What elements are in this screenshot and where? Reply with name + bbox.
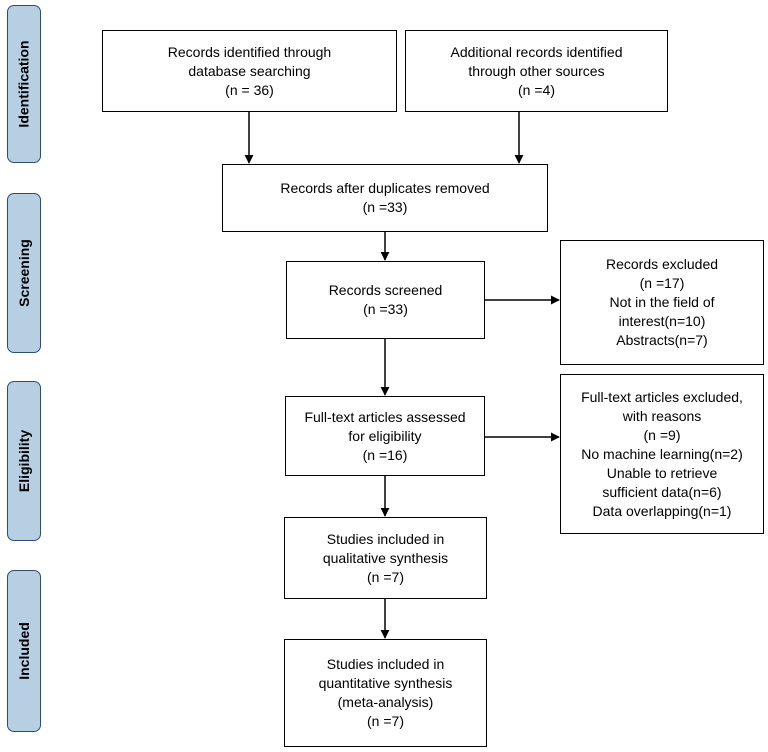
box-text: Records identified through [167, 43, 332, 60]
stage-identification-label: Identification [16, 40, 32, 128]
box-database-searching: Records identified through database sear… [102, 30, 397, 112]
box-text: (meta-analysis) [337, 694, 434, 710]
box-count: (n =7) [367, 713, 404, 729]
box-text: through other sources [468, 62, 605, 79]
box-text: for eligibility [348, 427, 422, 444]
stage-included: Included [7, 570, 41, 732]
box-text: sufficient data(n=6) [602, 483, 722, 500]
box-count: (n =4) [518, 81, 555, 98]
box-other-sources: Additional records identified through ot… [405, 30, 668, 112]
box-text: Abstracts(n=7) [616, 332, 708, 348]
box-text: database searching [188, 62, 311, 79]
box-text: Records after duplicates removed [280, 180, 490, 196]
box-text: Studies included in [326, 530, 445, 547]
stage-screening-label: Screening [16, 239, 33, 307]
box-text: quantitative synthesis [318, 675, 453, 691]
stage-eligibility: Eligibility [7, 381, 41, 541]
box-count: (n =33) [363, 301, 408, 317]
box-text: Additional records identified [450, 43, 623, 60]
stage-identification: Identification [7, 5, 41, 163]
box-text: Full-text articles excluded, [581, 388, 743, 405]
box-count: (n =7) [367, 568, 404, 585]
box-text: Unable to retrieve [606, 464, 718, 481]
box-count: (n =17) [639, 275, 685, 291]
box-text: Records excluded [605, 256, 719, 272]
box-count: (n =9) [643, 426, 681, 443]
box-after-duplicates: Records after duplicates removed (n =33) [222, 164, 548, 232]
stage-included-label: Included [16, 622, 32, 680]
box-text: Full-text articles assessed [304, 408, 466, 425]
stage-screening: Screening [7, 193, 41, 353]
box-text: Data overlapping(n=1) [592, 502, 732, 519]
box-text: interest(n=10) [618, 313, 706, 329]
box-text: qualitative synthesis [322, 549, 449, 566]
box-quantitative-synthesis: Studies included in quantitative synthes… [284, 639, 487, 747]
box-text: with reasons [622, 407, 702, 424]
box-count: (n =33) [362, 199, 408, 215]
box-qualitative-synthesis: Studies included in qualitative synthesi… [284, 517, 487, 599]
box-count: (n =16) [362, 446, 408, 463]
box-fulltext-excluded: Full-text articles excluded, with reason… [560, 374, 764, 534]
stage-eligibility-label: Eligibility [16, 429, 33, 493]
box-text: Records screened [328, 282, 443, 298]
box-text: Not in the field of [609, 294, 715, 310]
box-count: (n = 36) [225, 81, 274, 98]
box-text: No machine learning(n=2) [581, 445, 743, 462]
box-records-excluded: Records excluded (n =17) Not in the fiel… [560, 240, 764, 365]
box-records-screened: Records screened (n =33) [286, 261, 485, 339]
box-fulltext-assessed: Full-text articles assessed for eligibil… [285, 396, 485, 476]
box-text: Studies included in [326, 656, 445, 672]
